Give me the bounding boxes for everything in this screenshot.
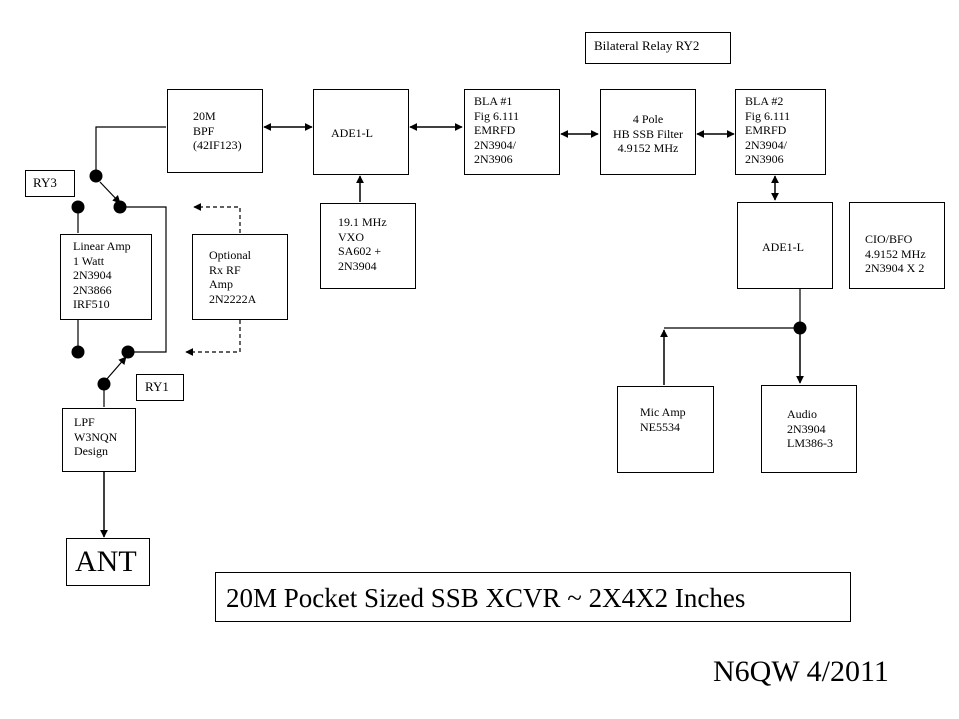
- ry3-switch-arm: [99, 181, 121, 204]
- ry1-contact-common: [97, 377, 111, 391]
- audio-line-1: Audio: [787, 407, 817, 421]
- relay-ry2-text: Bilateral Relay RY2: [594, 38, 700, 53]
- audio-text: Audio 2N3904 LM386-3: [787, 407, 833, 451]
- bpf-line-3: (42IF123): [193, 138, 242, 152]
- filter-line-1: 4 Pole: [632, 112, 664, 126]
- amp-line-5: IRF510: [73, 297, 110, 311]
- bla2-line-2: Fig 6.111: [745, 108, 791, 123]
- bla1-line-3: EMRFD: [474, 123, 516, 137]
- rfamp-line-4: 2N2222A: [209, 291, 257, 306]
- bpf-line-2: BPF: [193, 123, 215, 138]
- bla1-line-5: 2N3906: [474, 152, 513, 166]
- bla1-text: BLA #1 Fig 6.111 EMRFD 2N3904/ 2N3906: [474, 94, 519, 167]
- ade1l-mixer-text: ADE1-L: [331, 126, 373, 141]
- ade1l-mixer-line-1: ADE1-L: [331, 126, 373, 140]
- mic-amp-text: Mic Amp NE5534: [640, 405, 686, 434]
- audio-mic-junction: [793, 321, 807, 335]
- filter-line-3: 4.9152 MHz: [617, 141, 679, 155]
- audio-block: [761, 385, 857, 473]
- dashed-rfamp-out: [185, 320, 241, 356]
- dashed-rfamp-in: [193, 203, 241, 233]
- ry3-contact-common: [89, 169, 103, 183]
- relay-ry3-label: [25, 170, 75, 197]
- rfamp-line-3: Amp: [209, 277, 233, 291]
- author-date: N6QW 4/2011: [713, 655, 889, 688]
- bla1-line-2: Fig 6.111: [474, 108, 520, 123]
- rfamp-line-1: Optional: [209, 248, 251, 262]
- audio-line-3: LM386-3: [787, 436, 833, 450]
- bfo-line-3: 2N3904 X 2: [865, 261, 925, 275]
- ry1-contact-rx: [121, 345, 135, 359]
- bla1-line-4: 2N3904/: [474, 137, 516, 152]
- bfo-line-1: CIO/BFO: [865, 232, 913, 246]
- diagram-title: 20M Pocket Sized SSB XCVR ~ 2X4X2 Inches: [226, 583, 746, 613]
- linear-amp-text: Linear Amp 1 Watt 2N3904 2N3866 IRF510: [73, 239, 131, 312]
- relay-ry2-label: [585, 32, 731, 64]
- rx-rf-amp-text: Optional Rx RF Amp 2N2222A: [209, 248, 256, 306]
- bpf-20m-block: [167, 89, 263, 173]
- vxo-block: [320, 203, 416, 289]
- lpf-line-2: W3NQN: [74, 429, 118, 444]
- bpf-line-1: 20M: [193, 109, 216, 123]
- vxo-line-2: VXO: [338, 229, 364, 244]
- ade1l-detector-text: ADE1-L: [762, 240, 804, 255]
- rx-rf-amp-block: [192, 234, 288, 320]
- vxo-line-4: 2N3904: [338, 258, 377, 273]
- vxo-text: 19.1 MHz VXO SA602 + 2N3904: [338, 215, 387, 273]
- bla1-block: [464, 89, 560, 175]
- ry3-contact-tx: [71, 200, 85, 214]
- antenna-block: [66, 538, 150, 586]
- bla1-line-1: BLA #1: [474, 94, 513, 108]
- amp-line-2: 1 Watt: [73, 253, 105, 268]
- cio-bfo-text: CIO/BFO 4.9152 MHz 2N3904 X 2: [865, 232, 926, 276]
- cio-bfo-block: [849, 202, 945, 289]
- rfamp-line-2: Rx RF: [209, 262, 241, 277]
- ry1-contact-tx: [71, 345, 85, 359]
- relay-ry3-text: RY3: [33, 175, 57, 190]
- ry3-contact-rx: [113, 200, 127, 214]
- ade1l-mixer-block: [313, 89, 409, 175]
- mic-line-2: NE5534: [640, 419, 680, 434]
- relay-ry1-text: RY1: [145, 379, 169, 394]
- amp-line-1: Linear Amp: [73, 239, 131, 253]
- bfo-line-2: 4.9152 MHz: [865, 246, 926, 261]
- ade1l-detector-line-1: ADE1-L: [762, 240, 804, 254]
- bpf-20m-text: 20M BPF (42IF123): [193, 109, 242, 153]
- title-box: [215, 572, 851, 622]
- lpf-line-1: LPF: [74, 415, 95, 429]
- ssb-filter-block: [600, 89, 696, 175]
- wire-ry3-ry1: [120, 206, 167, 353]
- ry1-switch-arm: [105, 356, 127, 381]
- amp-line-4: 2N3866: [73, 282, 112, 297]
- relay-ry1-label: [136, 374, 184, 401]
- audio-line-2: 2N3904: [787, 421, 826, 436]
- bla2-text: BLA #2 Fig 6.111 EMRFD 2N3904/ 2N3906: [745, 94, 790, 167]
- filter-line-2: HB SSB Filter: [612, 126, 684, 141]
- bla2-line-1: BLA #2: [745, 94, 784, 108]
- bla2-line-4: 2N3904/: [745, 137, 787, 152]
- linear-amp-block: [60, 234, 152, 320]
- lpf-line-3: Design: [74, 444, 108, 458]
- vxo-line-1: 19.1 MHz: [338, 215, 387, 229]
- lpf-block: [62, 408, 136, 472]
- wire-bpf-ry3: [95, 126, 166, 176]
- antenna-text: ANT: [75, 545, 137, 578]
- ade1l-detector-block: [737, 202, 833, 289]
- ssb-filter-text: 4 Pole HB SSB Filter 4.9152 MHz: [600, 112, 696, 156]
- bla2-block: [735, 89, 826, 175]
- amp-line-3: 2N3904: [73, 268, 112, 282]
- mic-amp-block: [617, 386, 714, 473]
- mic-line-1: Mic Amp: [640, 405, 686, 419]
- bla2-line-3: EMRFD: [745, 123, 787, 137]
- lpf-text: LPF W3NQN Design: [74, 415, 117, 459]
- vxo-line-3: SA602 +: [338, 244, 382, 258]
- bla2-line-5: 2N3906: [745, 152, 784, 166]
